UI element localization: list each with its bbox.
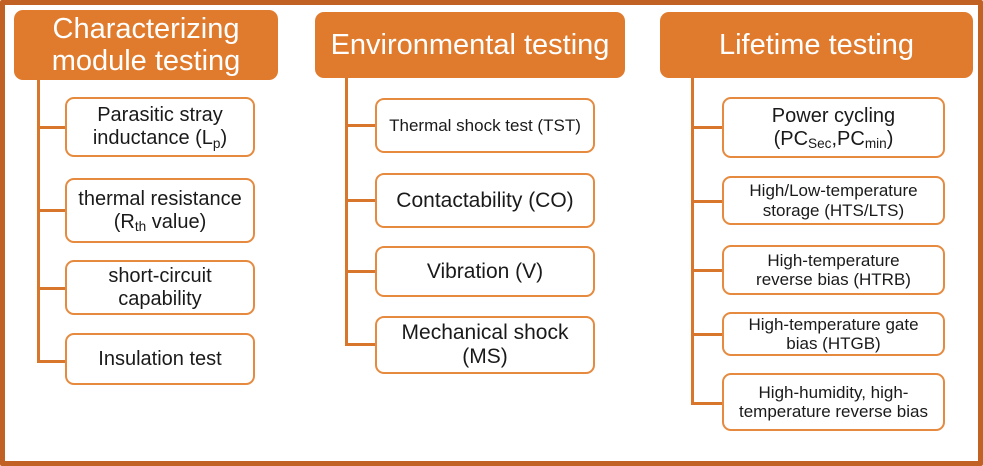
connector-stub-parasitic-stray-inductance: [37, 126, 67, 129]
box-short-circuit-capability[interactable]: short-circuit capability: [65, 260, 255, 315]
connector-stub-mechanical-shock: [345, 343, 377, 346]
box-high-temperature-reverse-bias-label: High-temperature reverse bias (HTRB): [756, 250, 911, 289]
header-environmental-testing-label: Environmental testing: [330, 28, 610, 61]
connector-stub-high-low-temperature-storage: [691, 200, 724, 203]
connector-stub-vibration: [345, 270, 377, 273]
connector-stub-thermal-shock-test: [345, 124, 377, 127]
connector-stub-contactability: [345, 199, 377, 202]
connector-stub-power-cycling: [691, 126, 724, 129]
connector-stub-insulation-test: [37, 360, 67, 363]
box-power-cycling-label: Power cycling(PCSec,PCmin): [771, 104, 896, 152]
box-high-temperature-gate-bias-label: High-temperature gate bias (HTGB): [748, 314, 919, 353]
box-mechanical-shock[interactable]: Mechanical shock (MS): [375, 316, 595, 374]
box-thermal-shock-test-label: Thermal shock test (TST): [389, 115, 581, 135]
box-thermal-resistance[interactable]: thermal resistance(Rth value): [65, 178, 255, 243]
header-characterizing-module-testing-label: Characterizing module testing: [51, 12, 241, 77]
connector-trunk-col1: [37, 78, 40, 363]
box-mechanical-shock-label: Mechanical shock (MS): [401, 321, 569, 368]
box-high-humidity-high-temperature-reverse-bias-label: High-humidity, high- temperature reverse…: [739, 382, 928, 421]
box-high-temperature-gate-bias[interactable]: High-temperature gate bias (HTGB): [722, 312, 945, 356]
header-environmental-testing[interactable]: Environmental testing: [315, 12, 625, 78]
box-thermal-shock-test[interactable]: Thermal shock test (TST): [375, 98, 595, 153]
box-high-humidity-high-temperature-reverse-bias[interactable]: High-humidity, high- temperature reverse…: [722, 373, 945, 431]
connector-stub-high-temperature-gate-bias: [691, 333, 724, 336]
header-lifetime-testing[interactable]: Lifetime testing: [660, 12, 973, 78]
header-characterizing-module-testing[interactable]: Characterizing module testing: [14, 10, 278, 80]
box-high-temperature-reverse-bias[interactable]: High-temperature reverse bias (HTRB): [722, 245, 945, 295]
header-lifetime-testing-label: Lifetime testing: [718, 28, 915, 61]
box-vibration-label: Vibration (V): [426, 259, 544, 283]
box-insulation-test-label: Insulation test: [98, 347, 222, 370]
box-insulation-test[interactable]: Insulation test: [65, 333, 255, 385]
box-contactability-label: Contactability (CO): [396, 188, 574, 212]
box-vibration[interactable]: Vibration (V): [375, 246, 595, 297]
box-high-low-temperature-storage-label: High/Low-temperature storage (HTS/LTS): [749, 181, 918, 220]
connector-stub-thermal-resistance: [37, 209, 67, 212]
box-contactability[interactable]: Contactability (CO): [375, 173, 595, 228]
connector-stub-high-humidity-high-temperature-reverse-bias: [691, 402, 724, 405]
connector-trunk-col3: [691, 78, 694, 405]
connector-stub-short-circuit-capability: [37, 287, 67, 290]
box-power-cycling[interactable]: Power cycling(PCSec,PCmin): [722, 97, 945, 158]
box-thermal-resistance-label: thermal resistance(Rth value): [78, 187, 242, 235]
connector-stub-high-temperature-reverse-bias: [691, 269, 724, 272]
box-high-low-temperature-storage[interactable]: High/Low-temperature storage (HTS/LTS): [722, 176, 945, 225]
box-short-circuit-capability-label: short-circuit capability: [108, 264, 212, 310]
connector-trunk-col2: [345, 78, 348, 346]
